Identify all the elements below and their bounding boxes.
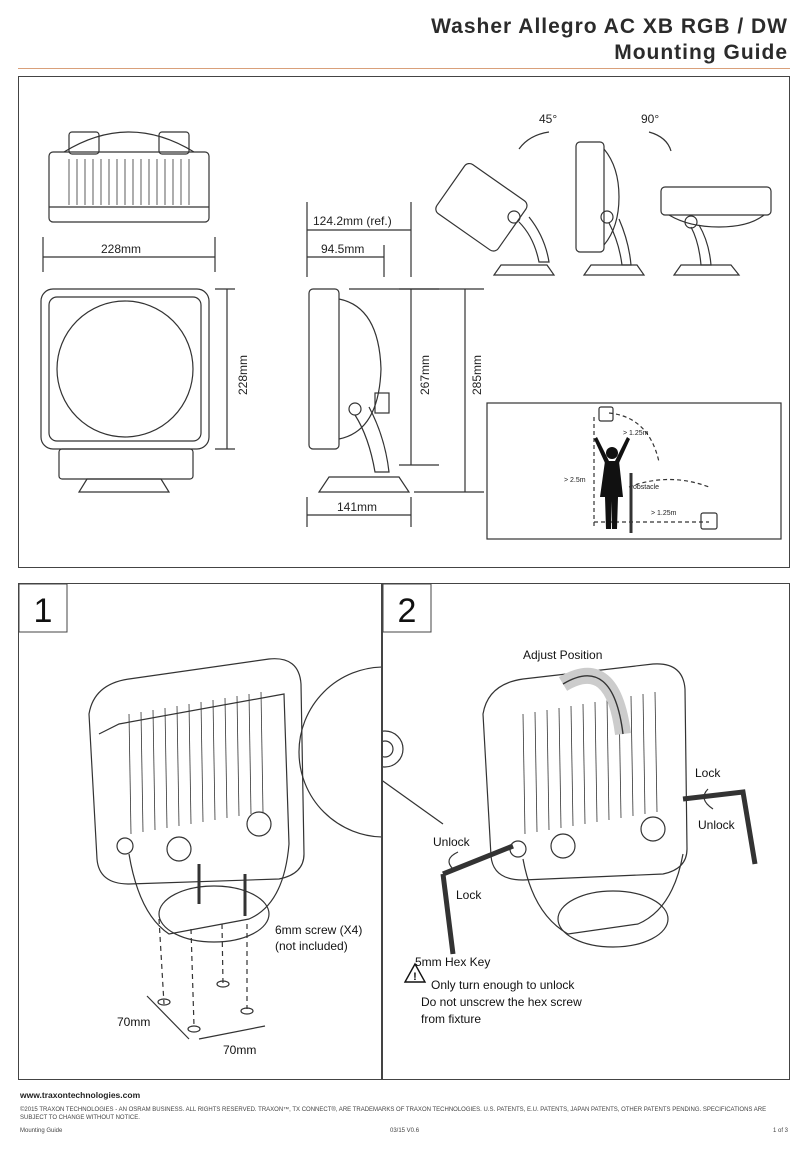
dimensions-drawing: 228mm 228mm 124.2mm (ref.) 94.5mm 267mm …	[40, 112, 782, 540]
tilt-angle-right: 90°	[641, 112, 659, 126]
footer-page: 1 of 3	[772, 1128, 788, 1134]
screw-note: (not included)	[275, 939, 348, 953]
fixture-front-view	[40, 288, 210, 493]
step-1-number: 1	[34, 592, 53, 630]
hex-key-label: 5mm Hex Key	[415, 955, 490, 969]
adjust-label: Adjust Position	[523, 648, 602, 662]
lock-left-label: Lock	[456, 888, 482, 902]
title-line-1: Washer Allegro AC XB RGB / DW	[431, 15, 788, 38]
step-1-panel: 1	[18, 583, 470, 1080]
dim-side-height-1: 267mm	[418, 355, 432, 395]
person-figure	[594, 437, 630, 529]
warning-line-3: from fixture	[421, 1012, 481, 1026]
tilt-angle-left: 45°	[539, 112, 557, 126]
fixture-top-view	[48, 131, 210, 223]
warning-line-2: Do not unscrew the hex screw	[421, 995, 582, 1009]
dim-front-width: 228mm	[101, 242, 141, 256]
clearance-diagram	[593, 412, 710, 529]
spacing-a: 70mm	[117, 1015, 150, 1029]
fixture-mount-view	[88, 658, 470, 1040]
unlock-left-label: Unlock	[433, 835, 471, 849]
fixture-adjust-view	[482, 663, 688, 948]
screw-label: 6mm screw (X4)	[275, 923, 362, 937]
tilt-view-45	[435, 131, 556, 276]
footer-version: 03/15 V0.6	[390, 1128, 420, 1134]
tilt-view-90	[648, 131, 772, 276]
clearance-height: > 2.5m	[564, 477, 586, 484]
title-line-2: Mounting Guide	[614, 41, 788, 64]
fixture-side-view	[308, 288, 411, 493]
dim-side-height-2: 285mm	[470, 355, 484, 395]
dimensions-panel: 228mm 228mm 124.2mm (ref.) 94.5mm 267mm …	[18, 76, 790, 568]
hex-screw-detail	[297, 666, 444, 825]
dim-side-depth-ref: 124.2mm (ref.)	[313, 214, 392, 228]
footer-url[interactable]: www.traxontechnologies.com	[20, 1090, 141, 1100]
dim-side-depth: 94.5mm	[321, 242, 364, 256]
unlock-right-label: Unlock	[698, 818, 736, 832]
dim-front-height: 228mm	[236, 355, 250, 395]
clearance-top: > 1.25m	[623, 430, 649, 437]
step-2-number: 2	[398, 592, 417, 630]
warning-line-1: Only turn enough to unlock	[431, 978, 575, 992]
step-2-drawing: 2	[297, 583, 758, 1026]
clearance-obstacle: obstacle	[633, 484, 659, 491]
footer-doc-name: Mounting Guide	[20, 1128, 63, 1134]
page-title: Washer Allegro AC XB RGB / DW Mounting G…	[431, 14, 788, 66]
warning-icon: !	[403, 962, 427, 983]
svg-text:!: !	[413, 971, 417, 983]
footer-copyright: ©2015 TRAXON TECHNOLOGIES - AN OSRAM BUS…	[20, 1107, 767, 1121]
clearance-bottom: > 1.25m	[651, 510, 677, 517]
lock-right-label: Lock	[695, 766, 721, 780]
step-2-panel: 2	[297, 583, 790, 1080]
tilt-view-0	[575, 141, 646, 276]
header-rule	[18, 68, 790, 69]
spacing-b: 70mm	[223, 1043, 256, 1057]
dim-base-width: 141mm	[337, 500, 377, 514]
step-1-drawing: 1	[18, 583, 470, 1057]
